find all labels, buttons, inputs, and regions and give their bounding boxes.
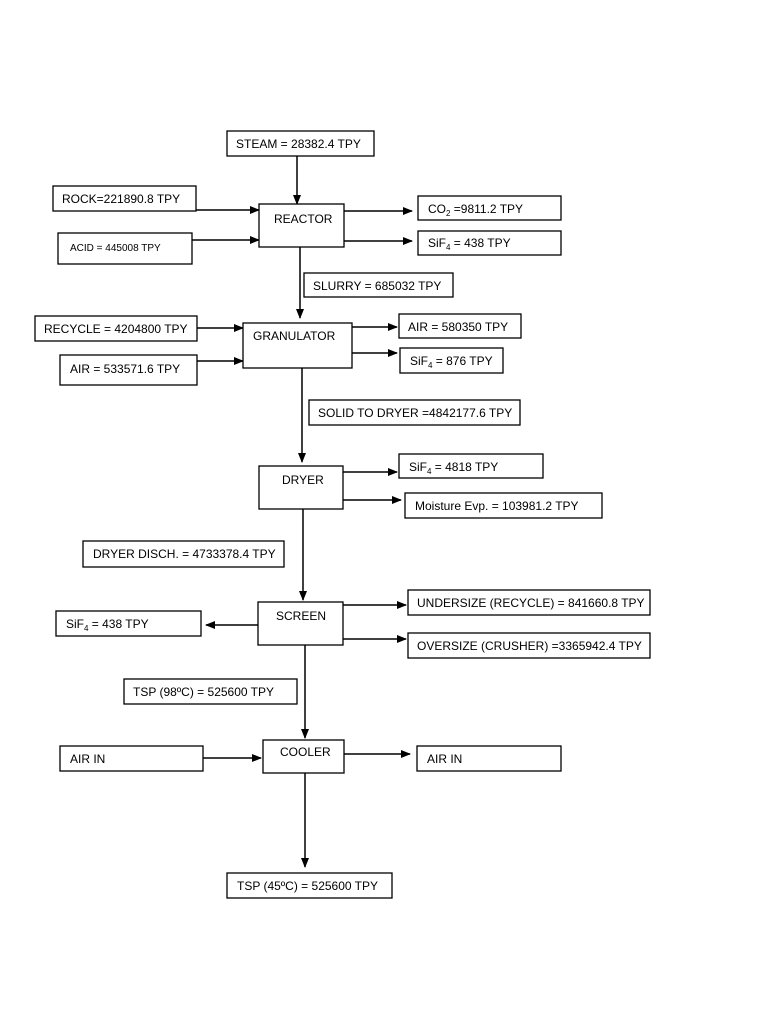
sif4-reactor-stream: SiF4 = 438 TPY	[417, 230, 562, 256]
sif4-granulator-label: SiF4 = 876 TPY	[410, 354, 493, 370]
solid-to-dryer-stream: SOLID TO DRYER =4842177.6 TPY	[308, 399, 521, 426]
co2-stream: CO2 =9811.2 TPY	[417, 195, 562, 221]
moisture-label: Moisture Evp. = 103981.2 TPY	[415, 499, 579, 513]
undersize-label: UNDERSIZE (RECYCLE) = 841660.8 TPY	[417, 596, 645, 610]
tsp-98-stream: TSP (98ºC) = 525600 TPY	[123, 678, 298, 705]
cooler-unit: COOLER	[262, 739, 345, 774]
steam-label: STEAM = 28382.4 TPY	[236, 137, 361, 151]
air-in-right-label: AIR IN	[427, 752, 462, 766]
sif4-granulator-stream: SiF4 = 876 TPY	[399, 347, 504, 374]
steam-stream: STEAM = 28382.4 TPY	[226, 130, 375, 157]
air-out-granulator-label: AIR = 580350 TPY	[408, 320, 508, 334]
sif4-screen-label: SiF4 = 438 TPY	[66, 617, 149, 633]
tsp-45-label: TSP (45ºC) = 525600 TPY	[237, 879, 378, 893]
rock-label: ROCK=221890.8 TPY	[62, 192, 180, 206]
undersize-stream: UNDERSIZE (RECYCLE) = 841660.8 TPY	[407, 589, 651, 616]
air-out-granulator-stream: AIR = 580350 TPY	[398, 313, 522, 339]
dryer-label: DRYER	[282, 473, 324, 487]
granulator-unit: GRANULATOR	[242, 322, 353, 369]
acid-stream: ACID = 445008 TPY	[57, 232, 193, 265]
recycle-label: RECYCLE = 4204800 TPY	[44, 322, 188, 336]
tsp-98-label: TSP (98ºC) = 525600 TPY	[133, 685, 274, 699]
screen-label: SCREEN	[276, 609, 326, 623]
sif4-reactor-label: SiF4 = 438 TPY	[428, 236, 511, 252]
oversize-stream: OVERSIZE (CRUSHER) =3365942.4 TPY	[407, 632, 651, 659]
cooler-label: COOLER	[280, 745, 331, 759]
air-in-right-stream: AIR IN	[416, 745, 562, 772]
sif4-dryer-label: SiF4 = 4818 TPY	[409, 460, 498, 476]
acid-label: ACID = 445008 TPY	[70, 243, 161, 254]
slurry-label: SLURRY = 685032 TPY	[313, 279, 441, 293]
oversize-label: OVERSIZE (CRUSHER) =3365942.4 TPY	[417, 639, 642, 653]
solid-to-dryer-label: SOLID TO DRYER =4842177.6 TPY	[318, 406, 512, 420]
dryer-discharge-label: DRYER DISCH. = 4733378.4 TPY	[93, 547, 276, 561]
rock-stream: ROCK=221890.8 TPY	[52, 185, 197, 212]
recycle-stream: RECYCLE = 4204800 TPY	[34, 315, 198, 342]
granulator-label: GRANULATOR	[253, 329, 336, 343]
screen-unit: SCREEN	[257, 601, 344, 646]
moisture-stream: Moisture Evp. = 103981.2 TPY	[404, 492, 603, 519]
co2-label: CO2 =9811.2 TPY	[428, 202, 523, 218]
air-in-left-stream: AIR IN	[59, 745, 204, 772]
flow-arrows	[192, 156, 413, 868]
reactor-unit: REACTOR	[258, 203, 345, 248]
air-in-left-label: AIR IN	[70, 752, 105, 766]
dryer-unit: DRYER	[258, 465, 344, 510]
sif4-screen-stream: SiF4 = 438 TPY	[55, 610, 202, 637]
sif4-dryer-stream: SiF4 = 4818 TPY	[398, 453, 544, 479]
air-in-granulator-label: AIR = 533571.6 TPY	[70, 362, 180, 376]
tsp-45-stream: TSP (45ºC) = 525600 TPY	[226, 872, 393, 899]
slurry-stream: SLURRY = 685032 TPY	[303, 272, 454, 298]
reactor-label: REACTOR	[274, 212, 333, 226]
air-in-granulator-stream: AIR = 533571.6 TPY	[59, 354, 198, 386]
dryer-discharge-stream: DRYER DISCH. = 4733378.4 TPY	[82, 540, 285, 568]
